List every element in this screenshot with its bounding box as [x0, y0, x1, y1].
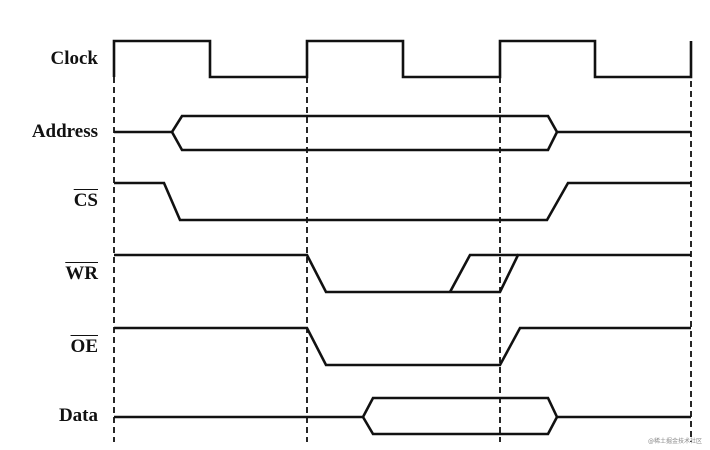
signal-label-data: Data: [58, 405, 98, 426]
clock-waveform: [112, 39, 693, 79]
watermark: @稀土掘金技术社区: [648, 438, 703, 445]
data-waveform: [114, 396, 691, 436]
address-waveform: [114, 114, 691, 152]
signal-label-wr: WR: [65, 263, 98, 284]
oe-waveform: [114, 326, 691, 367]
wr-waveform: [114, 253, 691, 294]
signal-label-oe: OE: [70, 336, 98, 357]
signal-label-clock: Clock: [50, 48, 99, 69]
signal-label-cs: CS: [73, 190, 98, 211]
cs-waveform: [114, 181, 691, 222]
signal-label-address: Address: [31, 121, 98, 142]
